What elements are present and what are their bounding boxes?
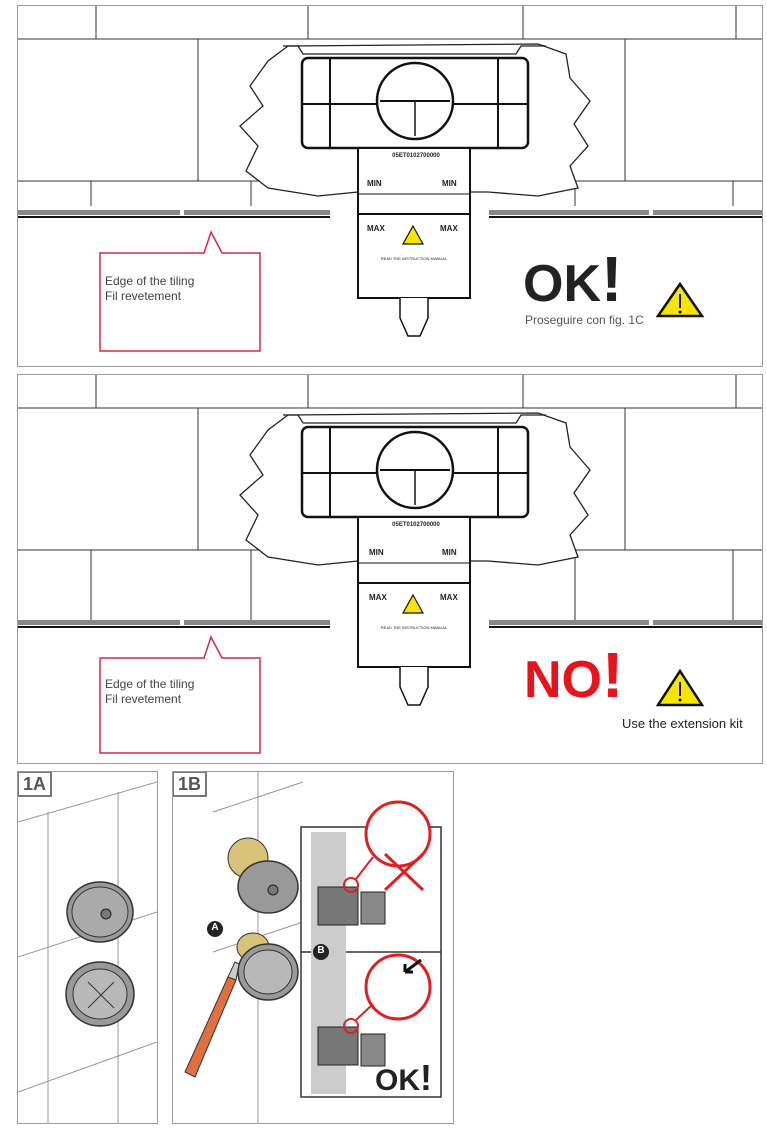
max-label-left: MAX (369, 593, 387, 602)
verdict-subtitle: Use the extension kit (622, 716, 743, 731)
step-label: 1B (173, 772, 208, 797)
callout-line-1: Edge of the tiling (105, 677, 195, 691)
step-1a-drawing (18, 781, 157, 1123)
panel-no-installation: 05ET0102700000 MIN MIN MAX MAX READ THE … (17, 374, 763, 764)
panel-ok-installation: 05ET0102700000 MIN MIN MAX MAX READ THE … (17, 5, 763, 367)
min-label-left: MIN (369, 548, 384, 557)
ok-installation-drawing (18, 6, 762, 352)
step-1b-panel: 1B A B OK! (172, 771, 454, 1124)
manual-note: READ THE INSTRUCTION MANUAL (380, 625, 448, 630)
marker-b: B (317, 945, 325, 956)
callout-label: Edge of the tiling Fil revetement (105, 677, 194, 707)
verdict-exclaim: ! (602, 639, 624, 711)
verdict-text: NO (524, 651, 602, 709)
max-label-right: MAX (440, 593, 458, 602)
verdict-no: NO! (524, 643, 623, 709)
manual-note: READ THE INSTRUCTION MANUAL (380, 256, 448, 261)
max-label-right: MAX (440, 224, 458, 233)
marker-a: A (211, 922, 219, 933)
verdict-subtitle: Proseguire con fig. 1C (525, 313, 644, 327)
min-label-right: MIN (442, 548, 457, 557)
verdict-exclaim: ! (420, 1057, 432, 1098)
product-code: 05ET0102700000 (392, 153, 440, 159)
verdict-text: OK (523, 255, 601, 313)
callout-line-1: Edge of the tiling (105, 274, 195, 288)
step-1a-panel: 1A (17, 771, 158, 1124)
step-1b-drawing (184, 772, 442, 1123)
step-label: 1A (18, 772, 53, 797)
verdict-text: OK (375, 1064, 420, 1097)
product-code: 05ET0102700000 (392, 522, 440, 528)
callout-line-2: Fil revetement (105, 692, 182, 706)
verdict-ok: OK! (523, 247, 622, 313)
callout-line-2: Fil revetement (105, 289, 182, 303)
min-label-right: MIN (442, 179, 457, 188)
callout-label: Edge of the tiling Fil revetement (105, 274, 194, 304)
verdict-exclaim: ! (601, 243, 623, 315)
max-label-left: MAX (367, 224, 385, 233)
no-installation-drawing (18, 375, 762, 754)
detail-verdict-ok: OK! (375, 1060, 432, 1097)
min-label-left: MIN (367, 179, 382, 188)
